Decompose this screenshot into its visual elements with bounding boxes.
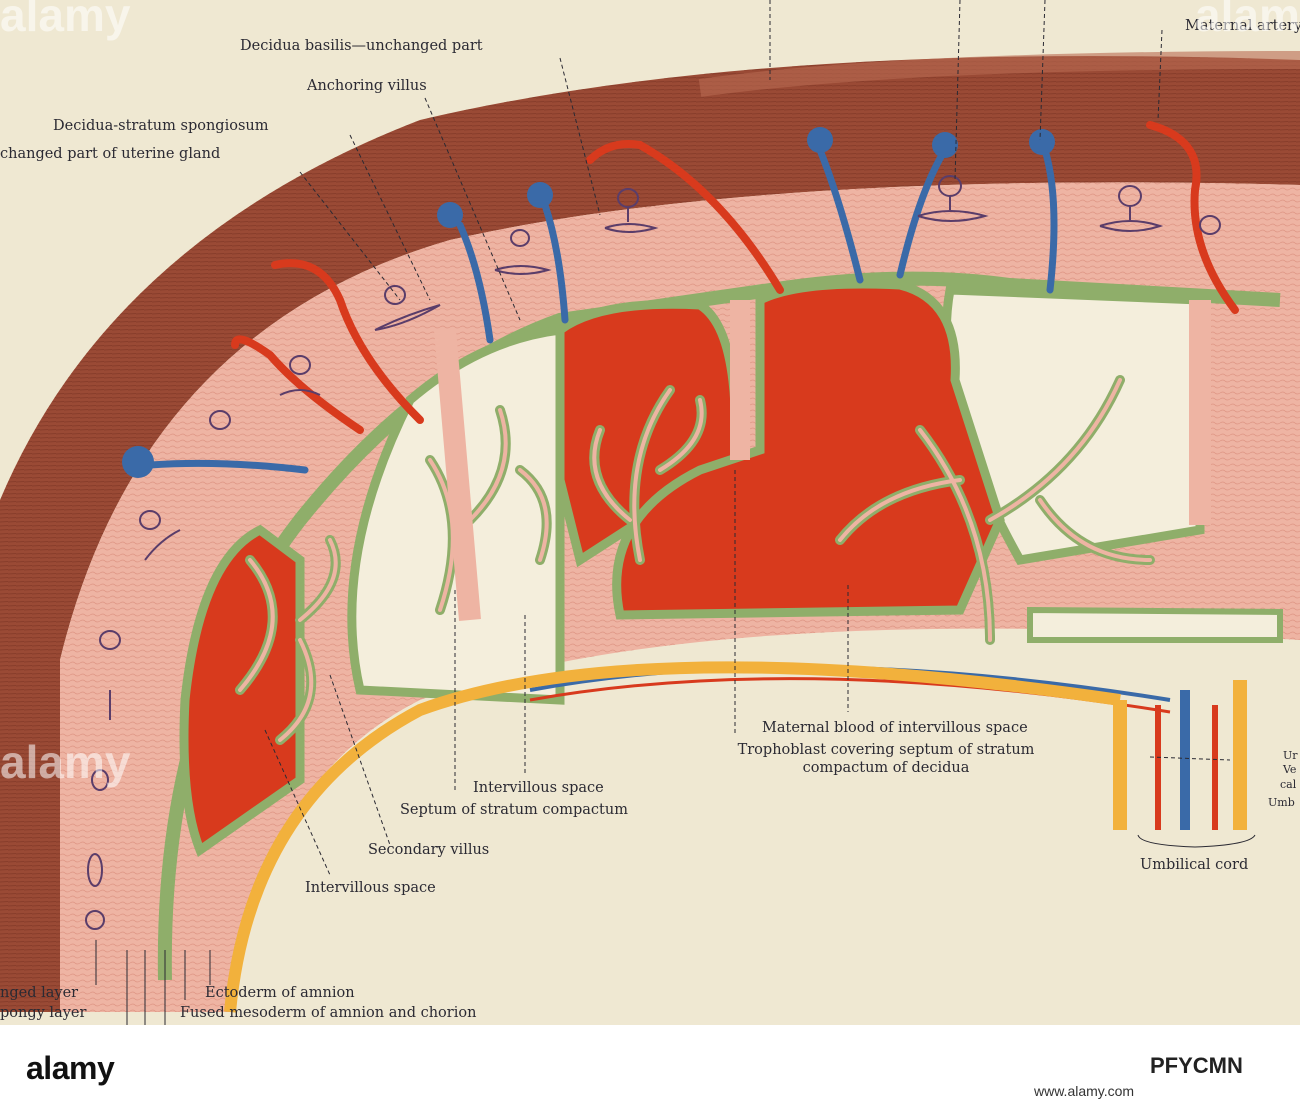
- cord-label-u1: Ur: [1283, 749, 1298, 762]
- maternal-blood-label: Maternal blood of intervillous space: [762, 720, 1028, 736]
- watermark-1: alamy: [0, 0, 131, 41]
- maternal-artery-label: Maternal artery: [1185, 18, 1300, 34]
- watermark-2: alamy: [1195, 0, 1300, 41]
- secondary-villus-label: Secondary villus: [368, 842, 490, 858]
- trophoblast-label-line2: compactum of decidua: [802, 760, 970, 776]
- maternal-blood-right: [612, 279, 1005, 620]
- spongy-layer-label: pongy layer: [0, 1005, 87, 1021]
- footer-bar: [0, 1025, 1300, 1112]
- changed-layer-label: nged layer: [0, 985, 79, 1001]
- placenta-diagram: Maternal artery Decidua basilis—unchange…: [0, 0, 1300, 1025]
- septum-label: Septum of stratum compactum: [400, 802, 628, 818]
- intervillous-space-label-2: Intervillous space: [305, 880, 436, 896]
- uterine-gland-label: changed part of uterine gland: [0, 146, 221, 162]
- intervillous-space-label-1: Intervillous space: [473, 780, 604, 796]
- decidua-basilis-label: Decidua basilis—unchanged part: [240, 38, 483, 54]
- ectoderm-label: Ectoderm of amnion: [205, 985, 355, 1001]
- umbilical-cord-label: Umbilical cord: [1140, 857, 1249, 873]
- anchoring-villus-label: Anchoring villus: [307, 78, 427, 94]
- amnion-band: [224, 661, 1121, 1013]
- cord-label-cal: cal: [1280, 778, 1297, 791]
- placenta-illustration: [0, 0, 1300, 1025]
- alamy-logo: alamy: [26, 1050, 115, 1086]
- decidua-spongiosum-label: Decidua-stratum spongiosum: [53, 118, 269, 134]
- trophoblast-label: Trophoblast covering septum of stratum: [737, 742, 1035, 758]
- image-id: PFYCMN: [1150, 1053, 1243, 1078]
- cord-label-umb: Umb: [1268, 796, 1295, 809]
- cord-label-v: Ve: [1283, 763, 1297, 776]
- site-url: www.alamy.com: [1034, 1083, 1135, 1099]
- fused-mesoderm-label: Fused mesoderm of amnion and chorion: [180, 1005, 477, 1021]
- watermark-3: alamy: [0, 736, 131, 788]
